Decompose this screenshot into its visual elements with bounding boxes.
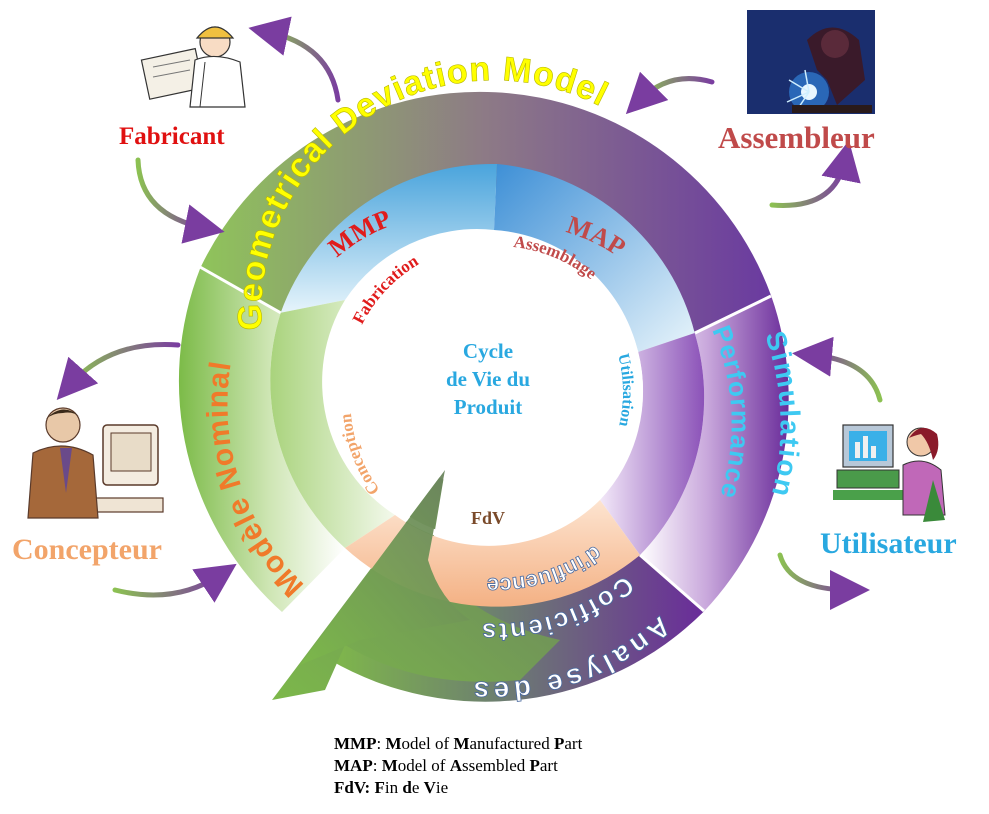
inner-separator-ring <box>333 235 643 545</box>
label-fdv: FdV <box>471 508 505 528</box>
arrow-assembleur-in <box>769 140 861 208</box>
arrow-fabricant-out <box>248 16 341 103</box>
segment-geometrical-deviation-model <box>200 91 772 333</box>
utilisateur-illustration <box>833 424 946 522</box>
center-line-3: Produit <box>454 395 522 419</box>
actor-label-utilisateur: Utilisateur <box>820 527 957 560</box>
fabricant-illustration <box>140 26 246 108</box>
arrow-assembleur-out <box>625 71 715 115</box>
legend-abbreviation: MMP <box>334 734 377 753</box>
label-utilisation: Utilisation <box>614 352 636 428</box>
segment-conception <box>270 300 395 548</box>
arrow-fabricant-in <box>135 157 225 244</box>
segment-simulation-performance <box>640 295 789 612</box>
center-circle <box>388 290 588 490</box>
legend-row: MMP: Model of Manufactured Part <box>334 734 583 753</box>
segment-modele-nominal <box>178 267 345 612</box>
actor-arrows <box>56 16 883 610</box>
actor-label-assembleur: Assembleur <box>718 120 875 155</box>
assembleur-illustration <box>747 10 875 114</box>
concepteur-illustration <box>27 407 164 519</box>
arrow-utilisateur-out <box>792 336 883 403</box>
arrow-concepteur-out <box>56 342 181 400</box>
cycle-arrow-tip <box>300 470 470 665</box>
svg-text:Utilisation: Utilisation <box>614 352 636 428</box>
center-line-1: Cycle <box>463 339 513 363</box>
segment-utilisation <box>600 333 705 555</box>
legend-row: MAP: Model of Assembled Part <box>334 756 558 775</box>
actor-label-concepteur: Concepteur <box>12 533 162 566</box>
actor-label-fabricant: Fabricant <box>119 123 225 150</box>
arrow-utilisateur-in <box>777 552 870 610</box>
legend-abbreviation: FdV: <box>334 778 371 797</box>
segment-mmp <box>280 163 497 313</box>
arrow-concepteur-in <box>112 563 237 603</box>
legend-row: FdV: Fin de Vie <box>334 778 449 797</box>
legend-abbreviation: MAP <box>334 756 373 775</box>
segment-map <box>494 164 695 352</box>
center-line-2: de Vie du <box>446 367 530 391</box>
